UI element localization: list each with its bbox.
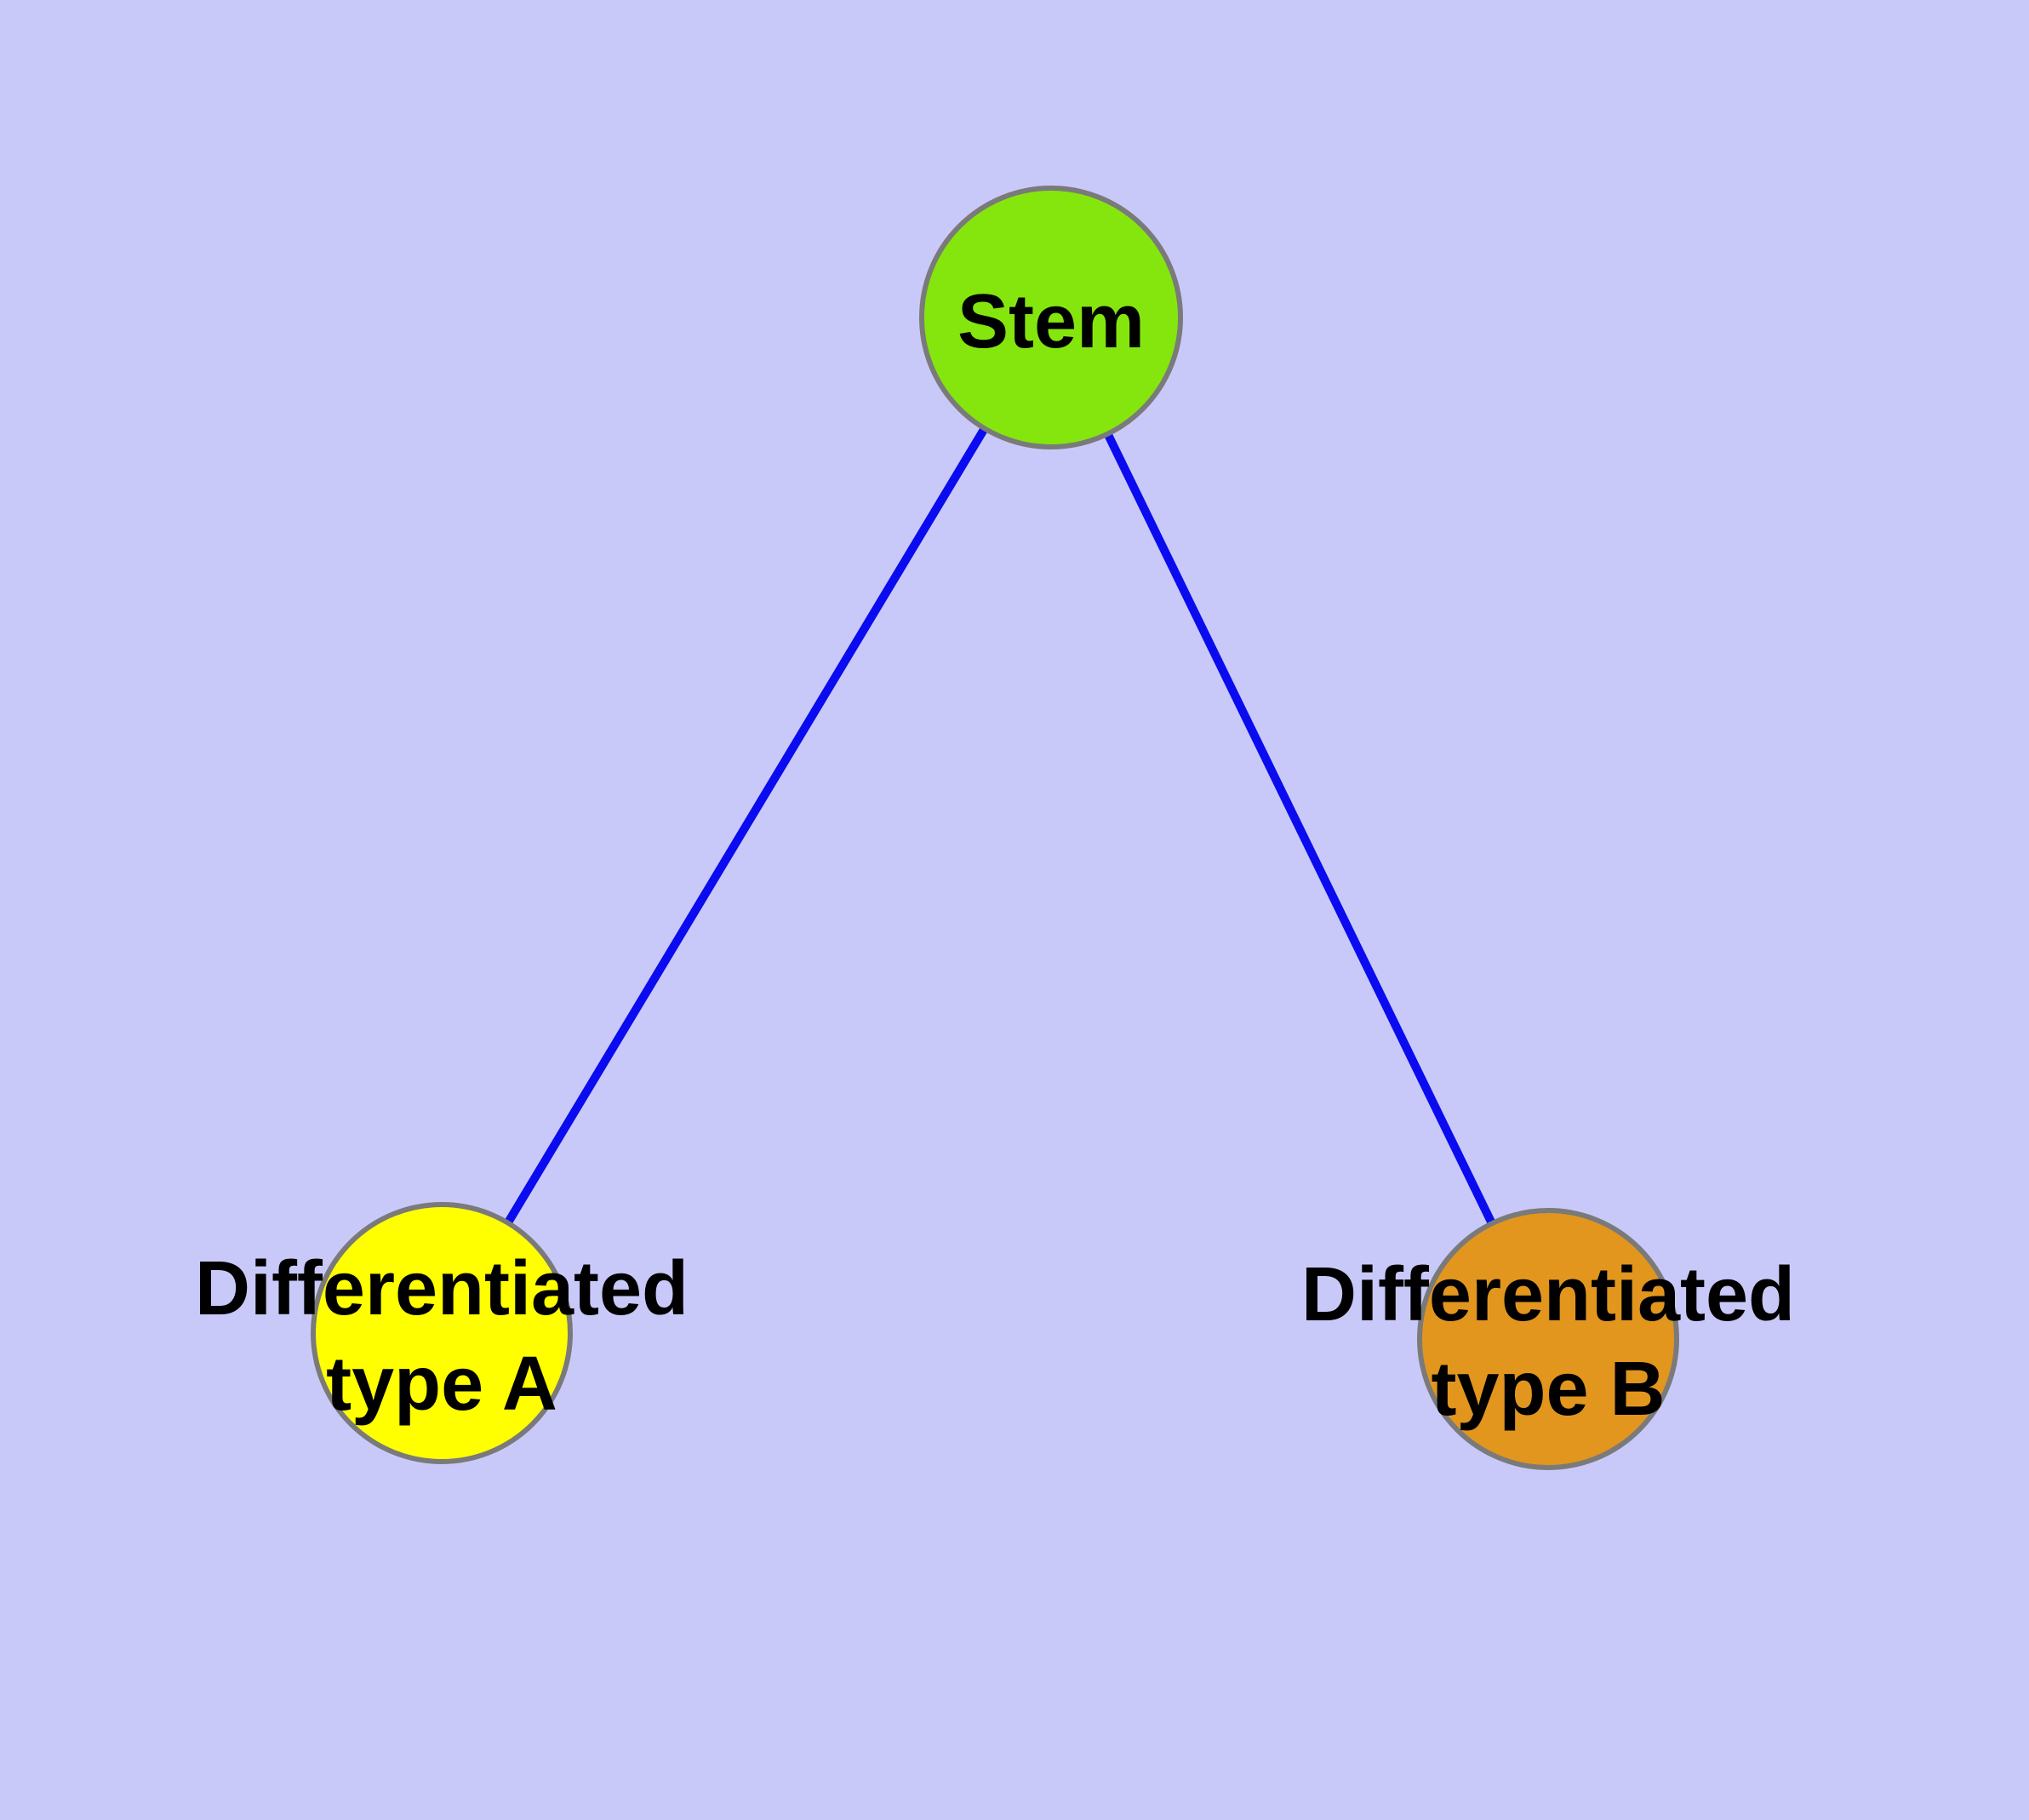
node-differentiated-type-b-circle <box>1417 1208 1679 1470</box>
node-differentiated-type-a-circle <box>311 1202 573 1464</box>
node-stem-label: Stem <box>957 279 1145 364</box>
node-differentiated-type-b-label-line2: type B <box>1431 1347 1665 1432</box>
node-differentiated-type-a-label-line2: type A <box>326 1342 557 1427</box>
node-differentiated-type-a-label-line1: Differentiated <box>195 1246 689 1331</box>
node-stem-circle <box>919 186 1183 449</box>
edge-stem-to-type-a <box>437 315 1055 1336</box>
node-differentiated-type-b-label-line1: Differentiated <box>1301 1252 1795 1337</box>
edge-stem-to-type-b <box>1047 315 1552 1342</box>
